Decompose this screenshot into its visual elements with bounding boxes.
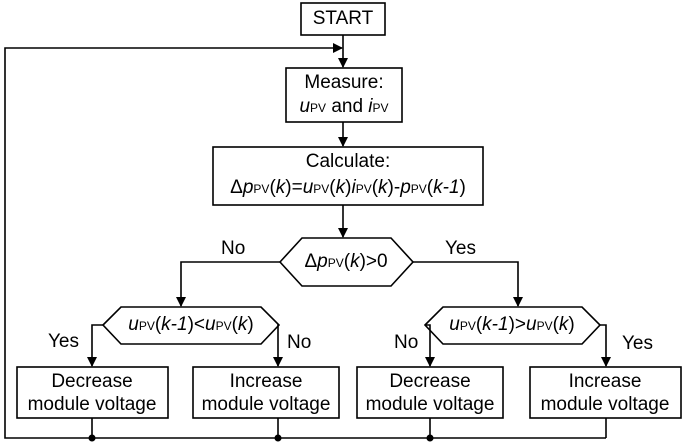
box1-line2: module voltage	[27, 394, 157, 415]
start-label: START	[312, 8, 374, 29]
right-increase-box	[529, 366, 682, 419]
left-no-label: No	[287, 332, 312, 353]
junction-dot	[88, 434, 96, 442]
main-yes-label: Yes	[445, 238, 476, 259]
measure-box	[285, 67, 403, 123]
box3-line2: module voltage	[365, 394, 495, 415]
start-box	[300, 2, 386, 36]
feedback-loop-line	[4, 43, 606, 439]
calculate-box	[212, 146, 484, 206]
box3-line1: Decrease	[389, 371, 471, 392]
arrow-right-yes	[600, 324, 611, 367]
left-decrease-box	[16, 366, 169, 419]
arrow-left-yes	[87, 324, 103, 367]
arrow-main-yes	[413, 261, 523, 307]
box2-line2: module voltage	[201, 394, 331, 415]
main-decision-label: ΔpPV(k)>0	[304, 251, 388, 272]
calculate-title: Calculate:	[305, 151, 391, 172]
box4-line2: module voltage	[540, 394, 670, 415]
measure-variables: uPV and iPV	[299, 96, 389, 117]
arrow-right-no	[425, 324, 435, 367]
arrow-main-no	[176, 261, 280, 307]
left-yes-label: Yes	[48, 331, 79, 352]
junction-dot	[274, 434, 282, 442]
left-decision-label: uPV(k-1)<uPV(k)	[128, 314, 254, 335]
measure-title: Measure:	[304, 72, 384, 93]
calculate-formula: ΔpPV(k)=uPV(k)iPV(k)-pPV(k-1)	[230, 177, 466, 198]
right-yes-label: Yes	[622, 333, 653, 354]
junction-dot	[426, 434, 434, 442]
arrow-left-no	[273, 324, 283, 367]
right-decision-label: uPV(k-1)>uPV(k)	[449, 314, 575, 335]
right-decrease-box	[356, 366, 504, 419]
box2-line1: Increase	[229, 371, 303, 392]
box4-line1: Increase	[568, 371, 642, 392]
main-no-label: No	[221, 238, 246, 259]
left-increase-box	[192, 366, 340, 419]
box1-line1: Decrease	[51, 371, 133, 392]
right-no-label: No	[394, 332, 419, 353]
